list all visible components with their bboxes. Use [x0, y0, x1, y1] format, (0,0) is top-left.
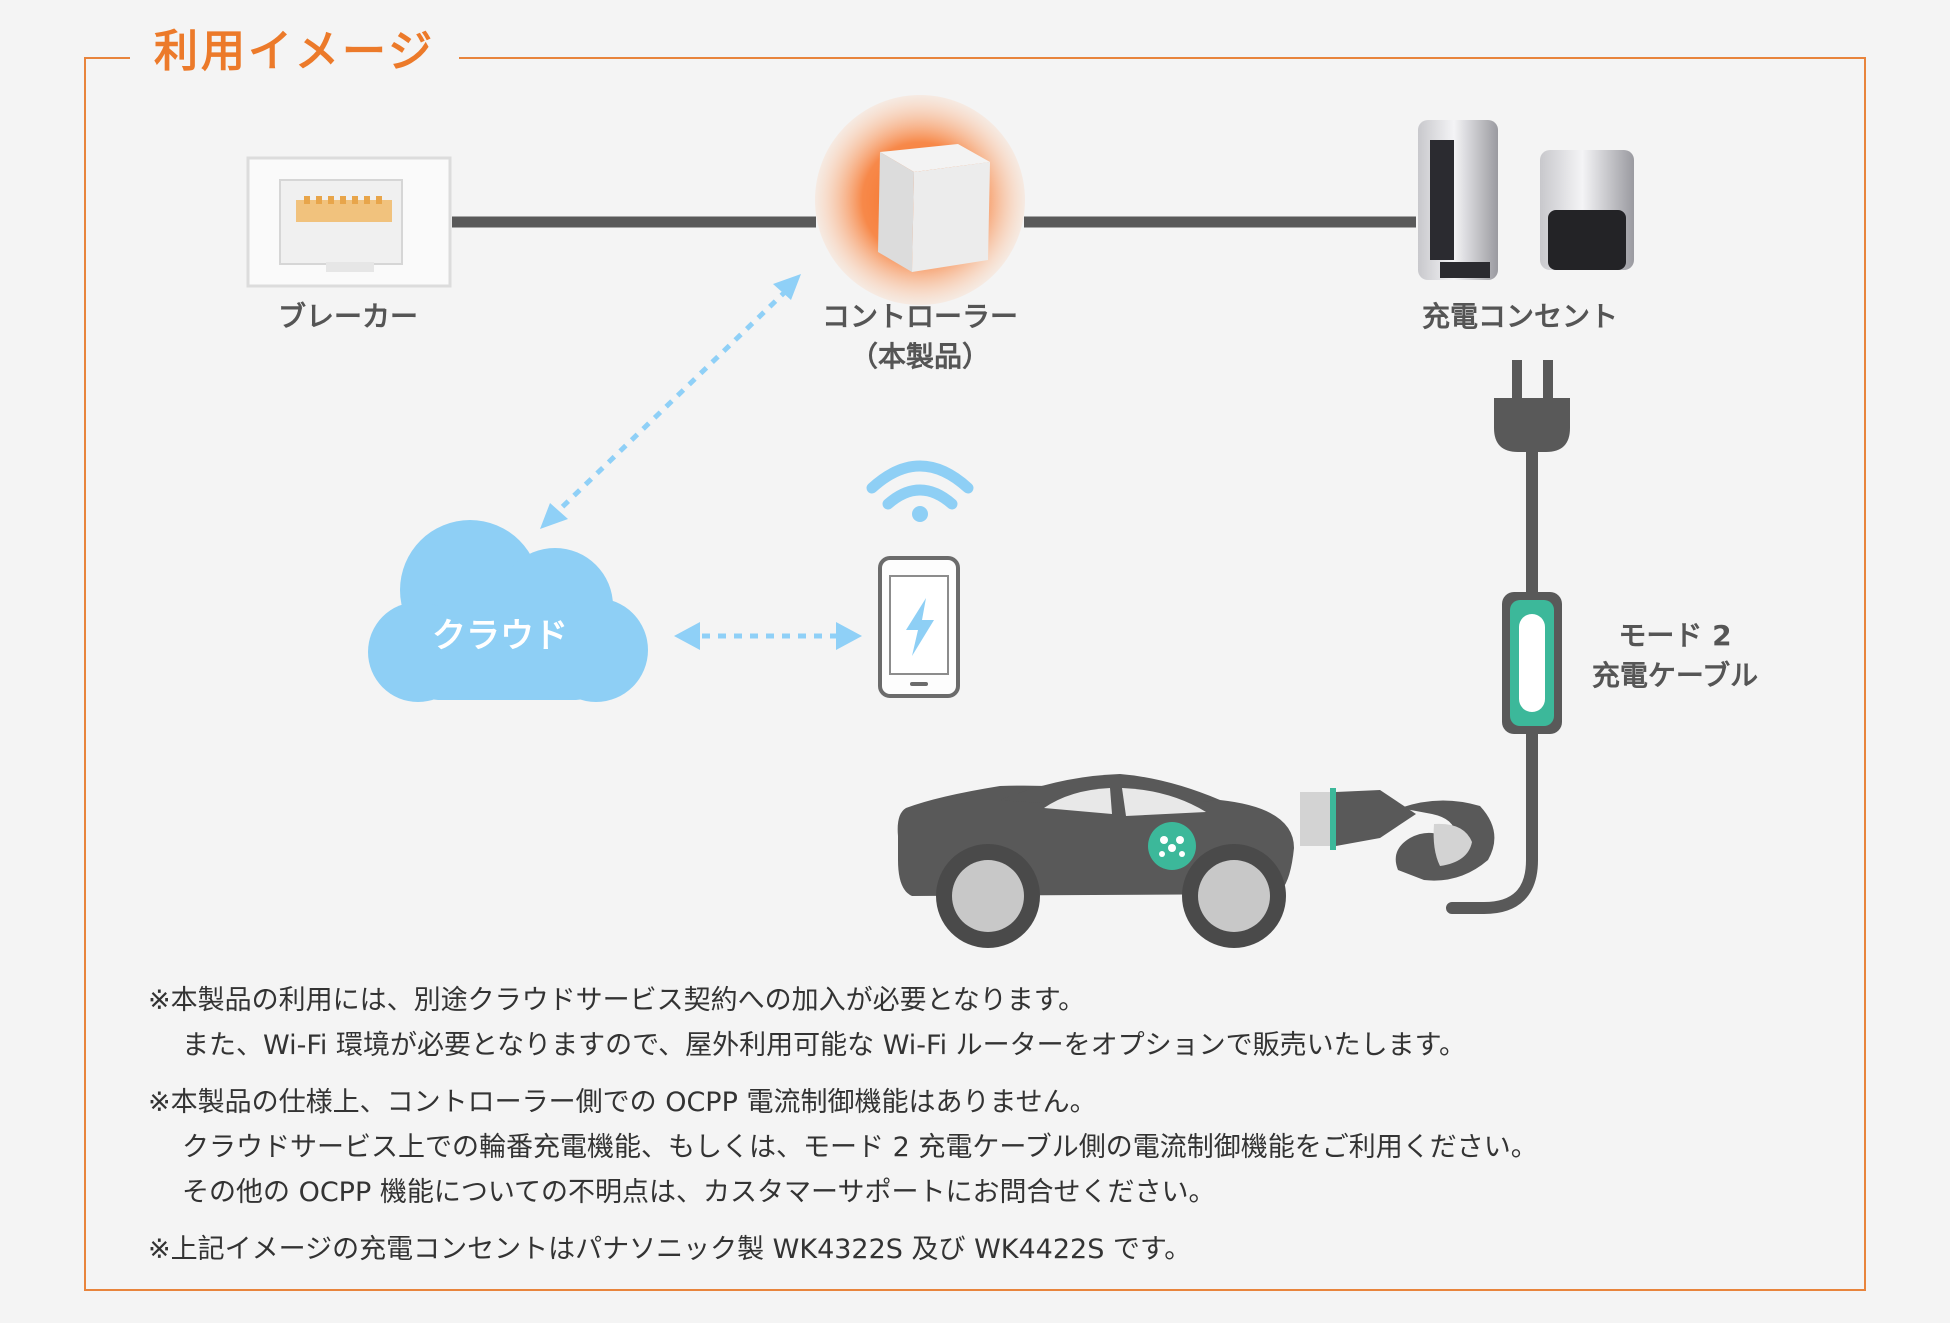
arrow-controller-cloud: [554, 288, 789, 515]
note-3: ※上記イメージの充電コンセントはパナソニック製 WK4322S 及び WK442…: [148, 1227, 1828, 1272]
note-2-line-3: その他の OCPP 機能についての不明点は、カスタマーサポートにお問合せください…: [182, 1177, 1216, 1208]
cloud-label: クラウド: [432, 616, 568, 656]
car-connector-icon: [1300, 788, 1495, 881]
diagram-frame: [84, 57, 1866, 1291]
breaker-icon: [246, 156, 452, 288]
wifi-dot: [912, 506, 928, 522]
plug-icon: [1494, 360, 1570, 452]
charging-outlet-icon: [1418, 120, 1634, 280]
note-3-line-1: ※上記イメージの充電コンセントはパナソニック製 WK4322S 及び WK442…: [148, 1234, 1192, 1265]
ev-car-icon: [897, 774, 1294, 948]
cable-sublabel: 充電ケーブル: [1591, 659, 1759, 692]
arrowhead-cloud-left: [674, 622, 700, 650]
arrowhead-cloud: [540, 503, 568, 529]
controller-label: コントローラー: [821, 300, 1018, 333]
outlet-label: 充電コンセント: [1421, 300, 1618, 333]
controller-icon: [815, 95, 1025, 305]
note-2-line-1: ※本製品の仕様上、コントローラー側での OCPP 電流制御機能はありません。: [148, 1087, 1097, 1118]
notes-section: ※本製品の利用には、別途クラウドサービス契約への加入が必要となります。 また、W…: [148, 978, 1828, 1284]
smartphone-icon: [878, 556, 960, 698]
note-2-line-2: クラウドサービス上での輪番充電機能、もしくは、モード 2 充電ケーブル側の電流制…: [182, 1132, 1538, 1163]
diagram-title: 利用イメージ: [130, 22, 460, 82]
note-1-line-2: また、Wi-Fi 環境が必要となりますので、屋外利用可能な Wi-Fi ルーター…: [182, 1030, 1466, 1061]
cable-icon: [1446, 444, 1538, 914]
note-1-line-1: ※本製品の利用には、別途クラウドサービス契約への加入が必要となります。: [148, 985, 1086, 1016]
cloud-icon: [368, 520, 648, 702]
arrowhead-phone: [836, 622, 862, 650]
cable-control-box: [1502, 592, 1562, 734]
arrowhead-controller: [773, 274, 801, 300]
note-2: ※本製品の仕様上、コントローラー側での OCPP 電流制御機能はありません。 ク…: [148, 1080, 1828, 1215]
cable-label: モード 2: [1618, 619, 1732, 652]
breaker-label: ブレーカー: [277, 300, 418, 333]
controller-sublabel: （本製品）: [849, 340, 990, 373]
note-1: ※本製品の利用には、別途クラウドサービス契約への加入が必要となります。 また、W…: [148, 978, 1828, 1068]
wifi-icon: [866, 460, 974, 510]
